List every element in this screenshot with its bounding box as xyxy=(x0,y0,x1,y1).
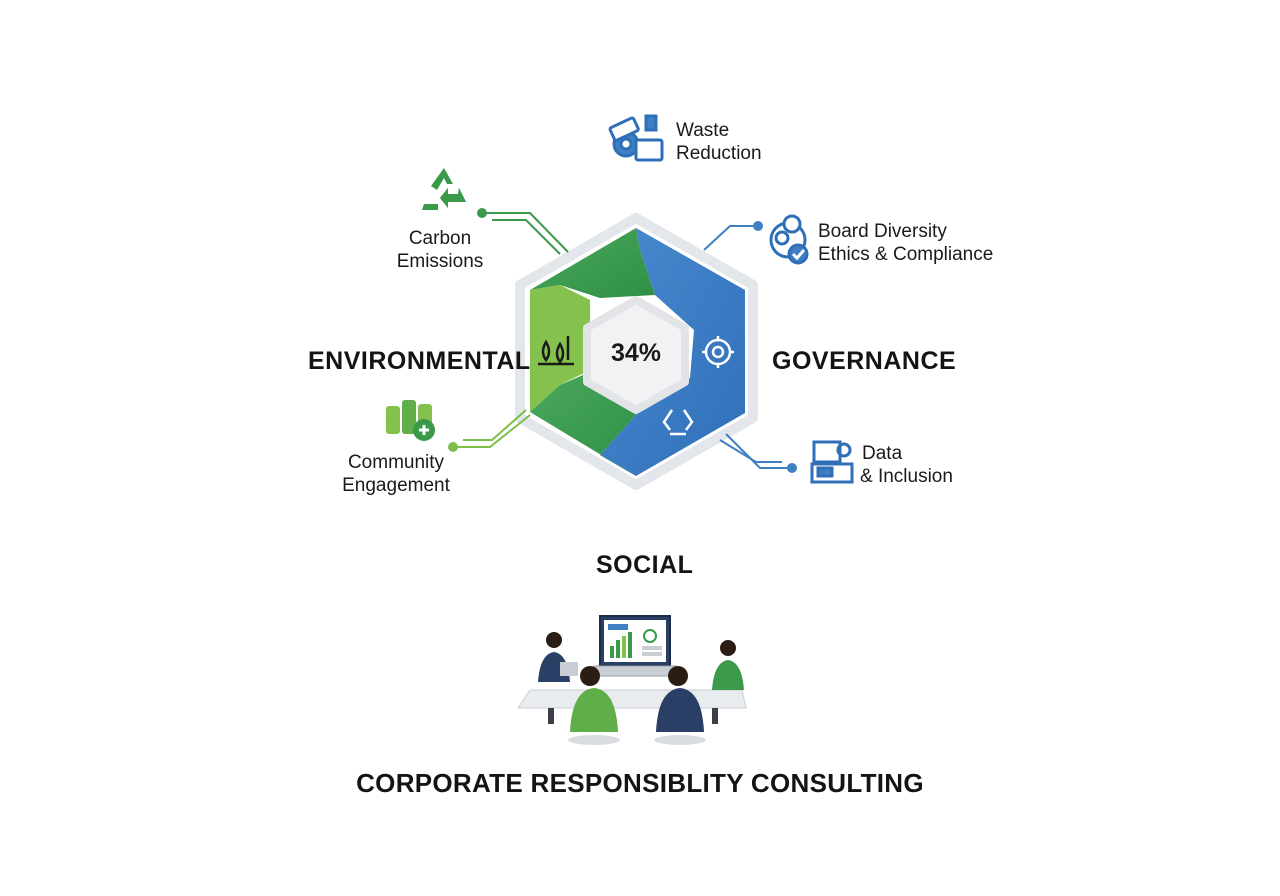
water-drops-icon xyxy=(538,336,574,366)
environmental-segment-left xyxy=(530,285,590,412)
pillar-social: SOCIAL xyxy=(596,551,694,579)
recycle-small-icon xyxy=(662,409,694,436)
pillar-governance: GOVERNANCE xyxy=(772,347,957,375)
connector-community xyxy=(453,414,531,448)
waste-line2: Reduction xyxy=(676,143,762,164)
label-data-inclusion: Data & Inclusion xyxy=(860,442,953,488)
board-line1: Board Diversity xyxy=(818,221,947,242)
carbon-line2: Emissions xyxy=(396,251,484,272)
footer-title: CORPORATE RESPONSIBLITY CONSULTING xyxy=(356,768,924,798)
board-line2: Ethics & Compliance xyxy=(818,244,994,265)
governance-segment xyxy=(600,228,745,476)
waste-line1: Waste xyxy=(676,120,730,141)
pillar-environmental: ENVIRONMENTAL xyxy=(308,347,531,375)
inner-hexagon xyxy=(583,296,689,414)
center-value: 34% xyxy=(610,339,662,367)
community-engagement-icon xyxy=(386,400,435,441)
environmental-segment-top xyxy=(530,228,655,298)
connector-carbon xyxy=(482,212,569,253)
team-meeting-illustration xyxy=(517,615,747,745)
data-line1: Data xyxy=(862,443,903,464)
label-carbon-emissions: Carbon Emissions xyxy=(390,227,490,273)
carbon-line1: Carbon xyxy=(408,228,472,249)
gear-hands-icon xyxy=(702,336,734,368)
data-line2: & Inclusion xyxy=(860,466,953,487)
label-community-engagement: Community Engagement xyxy=(336,451,456,497)
connector-data xyxy=(725,433,792,469)
label-board-diversity: Board Diversity Ethics & Compliance xyxy=(818,220,993,266)
label-waste-reduction: Waste Reduction xyxy=(676,119,762,165)
recycle-icon xyxy=(422,168,466,210)
community-line2: Engagement xyxy=(342,475,450,496)
community-line1: Community xyxy=(347,452,445,473)
board-diversity-icon xyxy=(769,214,809,265)
waste-reduction-icon xyxy=(608,114,664,162)
data-inclusion-icon xyxy=(810,440,854,484)
connector-board xyxy=(703,225,758,251)
